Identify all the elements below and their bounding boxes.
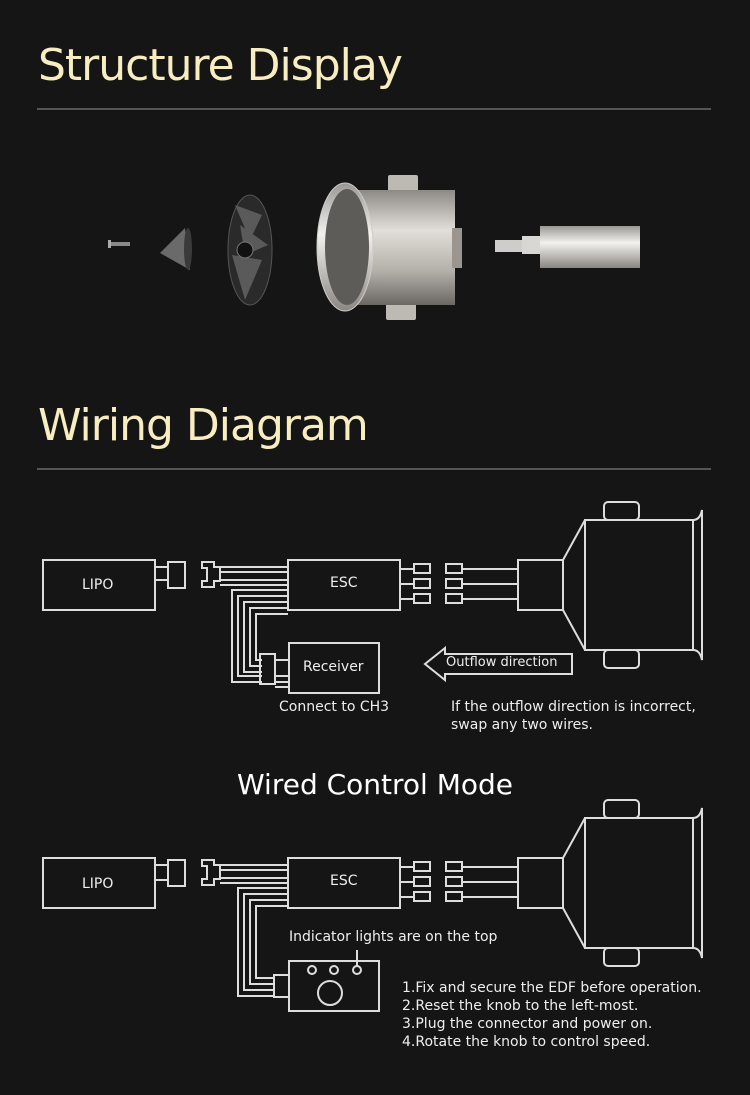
- wired-motor-connectors: [400, 861, 518, 902]
- esc-label: ESC: [330, 575, 358, 591]
- instruction-step: 1.Fix and secure the EDF before operatio…: [402, 980, 702, 996]
- indicator-note: Indicator lights are on the top: [289, 929, 498, 945]
- instruction-step: 3.Plug the connector and power on.: [402, 1016, 653, 1032]
- instruction-step: 4.Rotate the knob to control speed.: [402, 1034, 651, 1050]
- outflow-note-2: swap any two wires.: [451, 717, 593, 733]
- knob-icon: [317, 980, 343, 1006]
- lipo-label: LIPO: [82, 577, 114, 593]
- duct-housing-part: [316, 175, 462, 320]
- instructions-list: 1.Fix and secure the EDF before operatio…: [402, 979, 702, 1051]
- wired-lipo-label: LIPO: [82, 876, 114, 892]
- lipo-battery: [42, 559, 186, 611]
- wired-lipo-battery: [42, 857, 288, 997]
- motor-part: [495, 226, 640, 268]
- indicator-light-icon: [329, 965, 339, 975]
- structure-divider: [37, 108, 711, 110]
- screw-part: [108, 240, 130, 248]
- esc-plug: [201, 561, 221, 588]
- fan-rotor-part: [227, 194, 273, 306]
- indicator-light-icon: [352, 965, 362, 975]
- wired-control-title: Wired Control Mode: [236, 768, 514, 801]
- instruction-step: 2.Reset the knob to the left-most.: [402, 998, 639, 1014]
- wiring-divider: [37, 468, 711, 470]
- receiver-note: Connect to CH3: [279, 699, 390, 715]
- outflow-label: Outflow direction: [446, 655, 558, 670]
- wired-esc-label: ESC: [330, 873, 358, 889]
- wired-edf-unit: [517, 799, 703, 967]
- indicator-light-icon: [307, 965, 317, 975]
- outflow-note-1: If the outflow direction is incorrect,: [451, 699, 696, 715]
- receiver-box: [259, 642, 380, 694]
- receiver-label: Receiver: [303, 659, 364, 675]
- edf-unit: [517, 501, 703, 669]
- spinner-cone-part: [160, 228, 192, 270]
- esc-wires: [220, 566, 288, 683]
- motor-connectors: [400, 563, 518, 604]
- structure-title: Structure Display: [38, 40, 403, 91]
- speed-controller-box: [273, 950, 380, 1012]
- wiring-title: Wiring Diagram: [38, 400, 369, 451]
- outflow-arrow: [423, 645, 573, 683]
